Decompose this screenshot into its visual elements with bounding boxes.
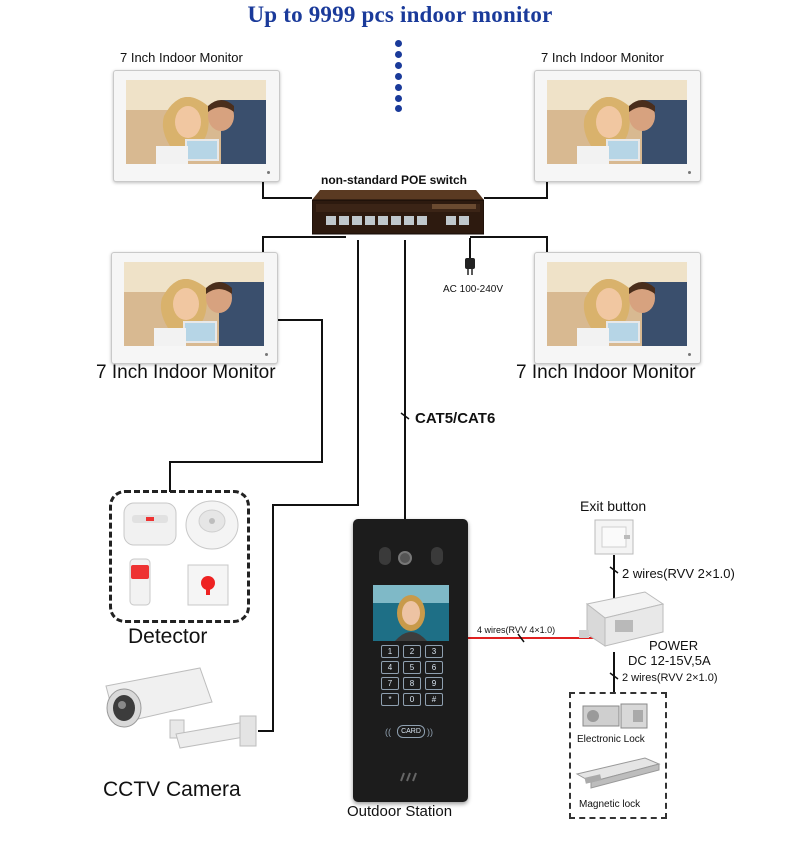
indoor-monitor-bottom-right (534, 252, 701, 364)
indoor-monitor-top-left (113, 70, 280, 182)
smoke-detector-icon (185, 500, 239, 550)
nfc-right-icon: )) (427, 727, 433, 737)
emergency-button-icon (187, 564, 229, 606)
gas-detector-icon (123, 502, 177, 546)
two-wires-bottom-label: 2 wires(RVV 2×1.0) (622, 672, 718, 684)
keypad-key-7[interactable]: 7 (381, 677, 399, 690)
monitor-label-bottom-left: 7 Inch Indoor Monitor (96, 362, 276, 383)
magnetic-lock-icon (575, 757, 661, 789)
wire-detector (169, 319, 323, 492)
outdoor-station: 1 2 3 4 5 6 7 8 9 * 0 # CARD (( )) (353, 519, 468, 802)
card-reader[interactable]: CARD (397, 725, 425, 738)
camera-lens-icon (398, 551, 412, 565)
monitor-screen-image (124, 262, 264, 346)
cctv-label: CCTV Camera (103, 778, 241, 801)
keypad: 1 2 3 4 5 6 7 8 9 * 0 # (353, 519, 468, 802)
detector-group (109, 490, 250, 623)
electronic-lock-icon (582, 703, 648, 729)
siren-icon (129, 558, 151, 606)
wire-bottom-right-monitor (470, 236, 548, 253)
keypad-key-8[interactable]: 8 (403, 677, 421, 690)
two-wires-top-label: 2 wires(RVV 2×1.0) (622, 566, 735, 581)
outdoor-station-label: Outdoor Station (347, 803, 453, 820)
keypad-key-4[interactable]: 4 (381, 661, 399, 674)
power-title: POWER (649, 638, 699, 653)
monitor-label-top-left: 7 Inch Indoor Monitor (120, 50, 243, 65)
power-plug-icon (465, 258, 475, 275)
power-spec: DC 12-15V,5A (628, 653, 711, 668)
indoor-monitor-top-right (534, 70, 701, 182)
electronic-lock-label: Electronic Lock (577, 734, 645, 745)
keypad-key-hash[interactable]: # (425, 693, 443, 706)
keypad-key-3[interactable]: 3 (425, 645, 443, 658)
monitor-screen-image (126, 80, 266, 164)
keypad-key-0[interactable]: 0 (403, 693, 421, 706)
indoor-monitor-bottom-left (111, 252, 278, 364)
detector-label: Detector (128, 625, 208, 648)
power-input-label: AC 100-240V (443, 284, 504, 295)
keypad-key-9[interactable]: 9 (425, 677, 443, 690)
keypad-key-1[interactable]: 1 (381, 645, 399, 658)
wire-top-left-monitor (262, 177, 312, 199)
speaker-grille-icon (397, 769, 421, 782)
magnetic-lock-label: Magnetic lock (579, 799, 641, 810)
keypad-key-2[interactable]: 2 (403, 645, 421, 658)
exit-button-label: Exit button (580, 498, 647, 514)
cable-type-label: CAT5/CAT6 (415, 410, 496, 427)
locks-group: Electronic Lock Magnetic lock (569, 692, 667, 819)
keypad-key-6[interactable]: 6 (425, 661, 443, 674)
exit-button-icon[interactable] (594, 519, 636, 557)
monitor-screen-image (547, 262, 687, 346)
nfc-left-icon: (( (385, 727, 391, 737)
power-supply-icon (579, 591, 665, 647)
wire-top-right-monitor (484, 177, 548, 199)
keypad-key-star[interactable]: * (381, 693, 399, 706)
keypad-key-5[interactable]: 5 (403, 661, 421, 674)
poe-switch-label: non-standard POE switch (321, 173, 468, 187)
wire-bottom-left-monitor (262, 236, 346, 253)
outdoor-screen (373, 585, 449, 641)
monitor-screen-image (547, 80, 687, 164)
poe-switch (312, 190, 484, 235)
monitor-label-top-right: 7 Inch Indoor Monitor (541, 50, 664, 65)
wire-cctv (258, 240, 359, 732)
page-title: Up to 9999 pcs indoor monitor (247, 2, 553, 27)
cctv-camera-icon (105, 667, 257, 749)
four-wires-label: 4 wires(RVV 4×1.0) (477, 625, 556, 635)
monitor-label-bottom-right: 7 Inch Indoor Monitor (516, 362, 696, 383)
